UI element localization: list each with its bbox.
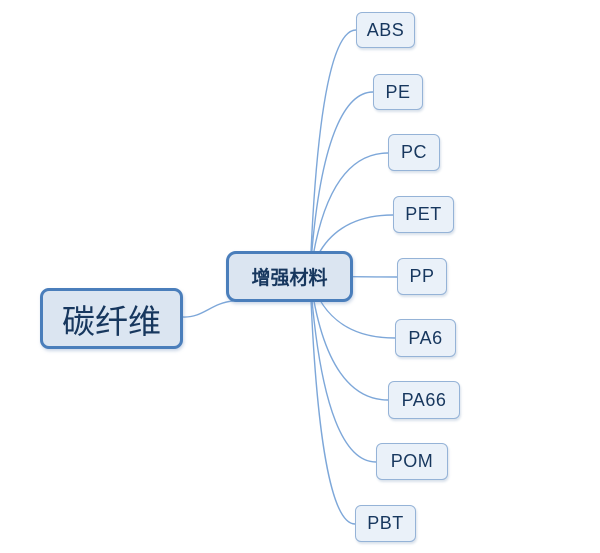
node-root-label: 碳纤维 xyxy=(62,302,161,340)
connector-branch-to-pc xyxy=(309,152,389,277)
node-leaf-label: PE xyxy=(385,81,411,102)
node-leaf-abs[interactable]: ABS xyxy=(356,12,415,48)
connector-branch-to-abs xyxy=(309,29,357,277)
node-leaf-label: PA6 xyxy=(408,327,443,348)
node-leaf-label: POM xyxy=(390,451,434,471)
node-leaf-pe[interactable]: PE xyxy=(373,74,423,110)
node-leaf-pc[interactable]: PC xyxy=(388,134,440,171)
connector-branch-to-pom xyxy=(309,275,377,463)
node-leaf-label: PC xyxy=(400,142,427,162)
node-leaf-label: PA66 xyxy=(401,389,447,410)
node-leaf-pp[interactable]: PP xyxy=(397,258,447,295)
node-leaf-pet[interactable]: PET xyxy=(393,196,454,233)
node-leaf-label: ABS xyxy=(366,19,405,40)
node-leaf-pom[interactable]: POM xyxy=(376,443,448,480)
node-leaf-pa6[interactable]: PA6 xyxy=(395,319,456,357)
node-root-carbon-fiber[interactable]: 碳纤维 xyxy=(40,288,183,349)
node-leaf-pbt[interactable]: PBT xyxy=(355,505,416,542)
connector-branch-to-pa66 xyxy=(309,275,389,401)
node-leaf-pa66[interactable]: PA66 xyxy=(388,381,460,419)
node-branch-label: 增强材料 xyxy=(251,268,328,289)
node-leaf-label: PBT xyxy=(367,513,404,533)
connector-branch-to-pe xyxy=(309,91,374,277)
connector-root-to-branch xyxy=(182,300,234,318)
node-leaf-label: PET xyxy=(405,204,442,224)
node-leaf-label: PP xyxy=(409,266,435,286)
connector-branch-to-pbt xyxy=(309,275,356,525)
node-branch-reinforced-materials[interactable]: 增强材料 xyxy=(226,251,353,302)
